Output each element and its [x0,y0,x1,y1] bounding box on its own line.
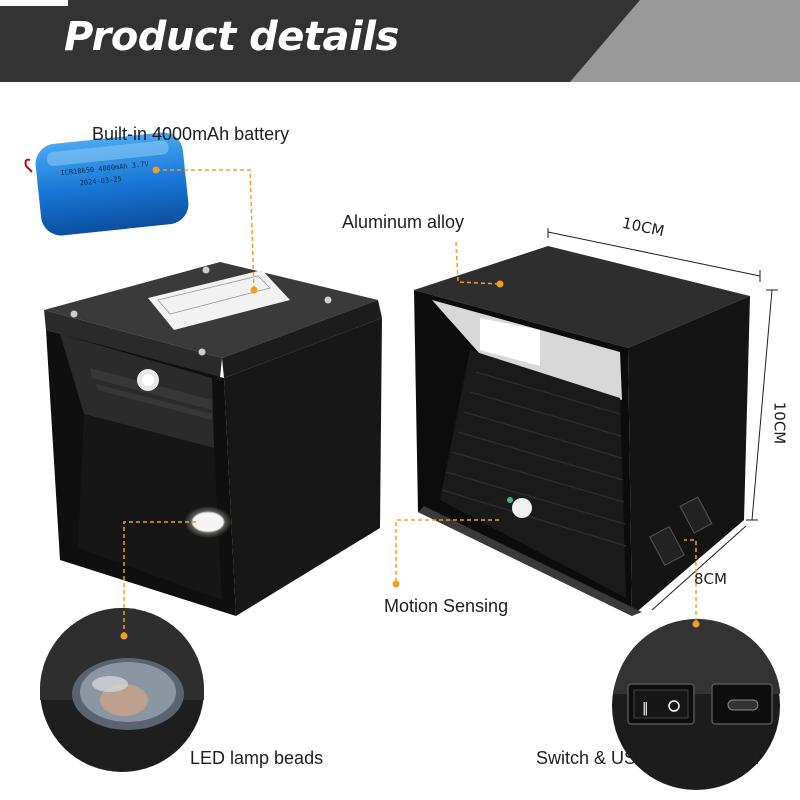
callout-dots [120,166,700,640]
lamp-front-photo [44,262,382,616]
page-title: Product details [64,14,399,60]
aluminum-callout: Aluminum alloy [342,212,465,232]
header-tab [0,0,68,6]
svg-text:‖: ‖ [642,701,649,716]
led-lamp-photo [40,608,204,772]
depth-dimension: 8CM [694,570,727,588]
motion-callout: Motion Sensing [384,596,509,616]
battery-callout: Built-in 4000mAh battery [92,124,290,144]
callout-lines [123,169,697,636]
battery-photo: ICR18650 4000mAh 3.7V 2024-03-25 [24,132,189,236]
header-accent-stripe [570,0,800,82]
height-dimension: 10CM [770,401,789,445]
switch-port-photo: ‖ [612,618,780,790]
led-callout: LED lamp beads [190,748,324,768]
lamp-back-photo [414,246,750,616]
dimension-lines [547,228,778,611]
switch-usb-callout: Switch & USB charging port [536,748,759,768]
